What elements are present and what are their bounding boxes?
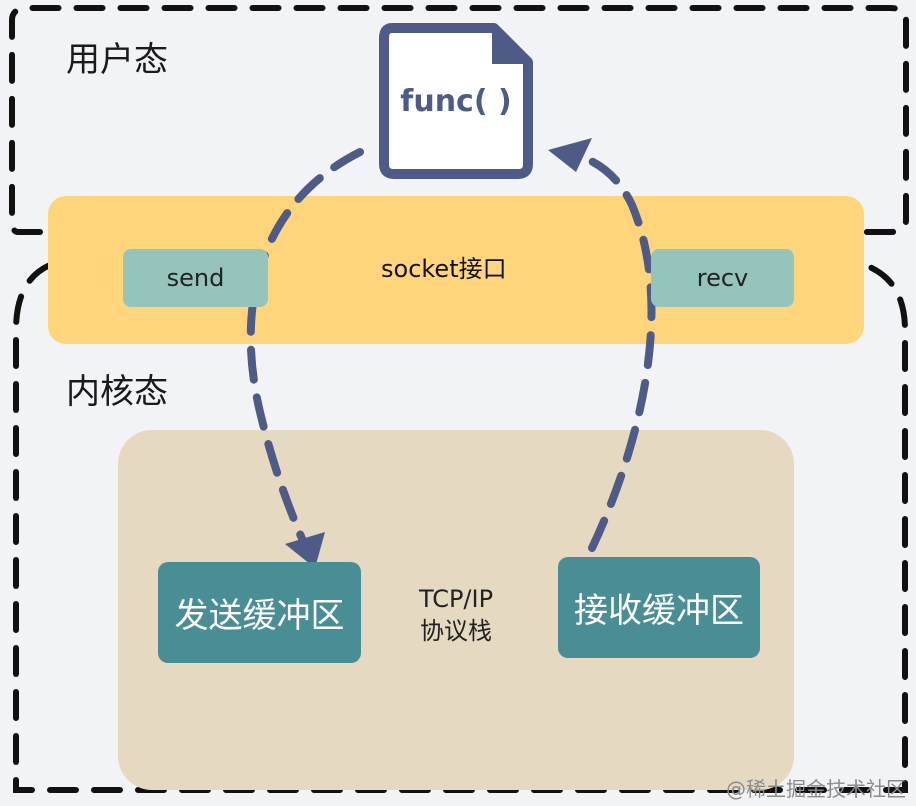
send-method-box: send: [123, 249, 268, 307]
send-flow-arrow: [246, 148, 364, 552]
receive-buffer-box: 接收缓冲区: [558, 557, 760, 658]
socket-interface-label: socket接口: [381, 255, 507, 283]
kernel-space-label: 内核态: [66, 372, 168, 412]
protocol-stack-label-line2: 协议栈: [420, 617, 492, 646]
send-buffer-box: 发送缓冲区: [158, 562, 361, 663]
watermark-text: @稀土掘金技术社区: [726, 777, 906, 801]
protocol-stack-label: TCP/IP 协议栈: [396, 583, 516, 648]
kernel-protocol-panel: [118, 430, 794, 790]
function-label: func( ): [400, 84, 512, 119]
protocol-stack-label-line1: TCP/IP: [418, 585, 494, 613]
recv-arrow-head: [548, 138, 592, 172]
recv-method-box: recv: [651, 249, 794, 307]
send-arrow-head: [285, 532, 325, 568]
user-space-label: 用户态: [66, 40, 168, 80]
document-icon: [379, 23, 533, 179]
recv-flow-arrow: [570, 150, 656, 552]
